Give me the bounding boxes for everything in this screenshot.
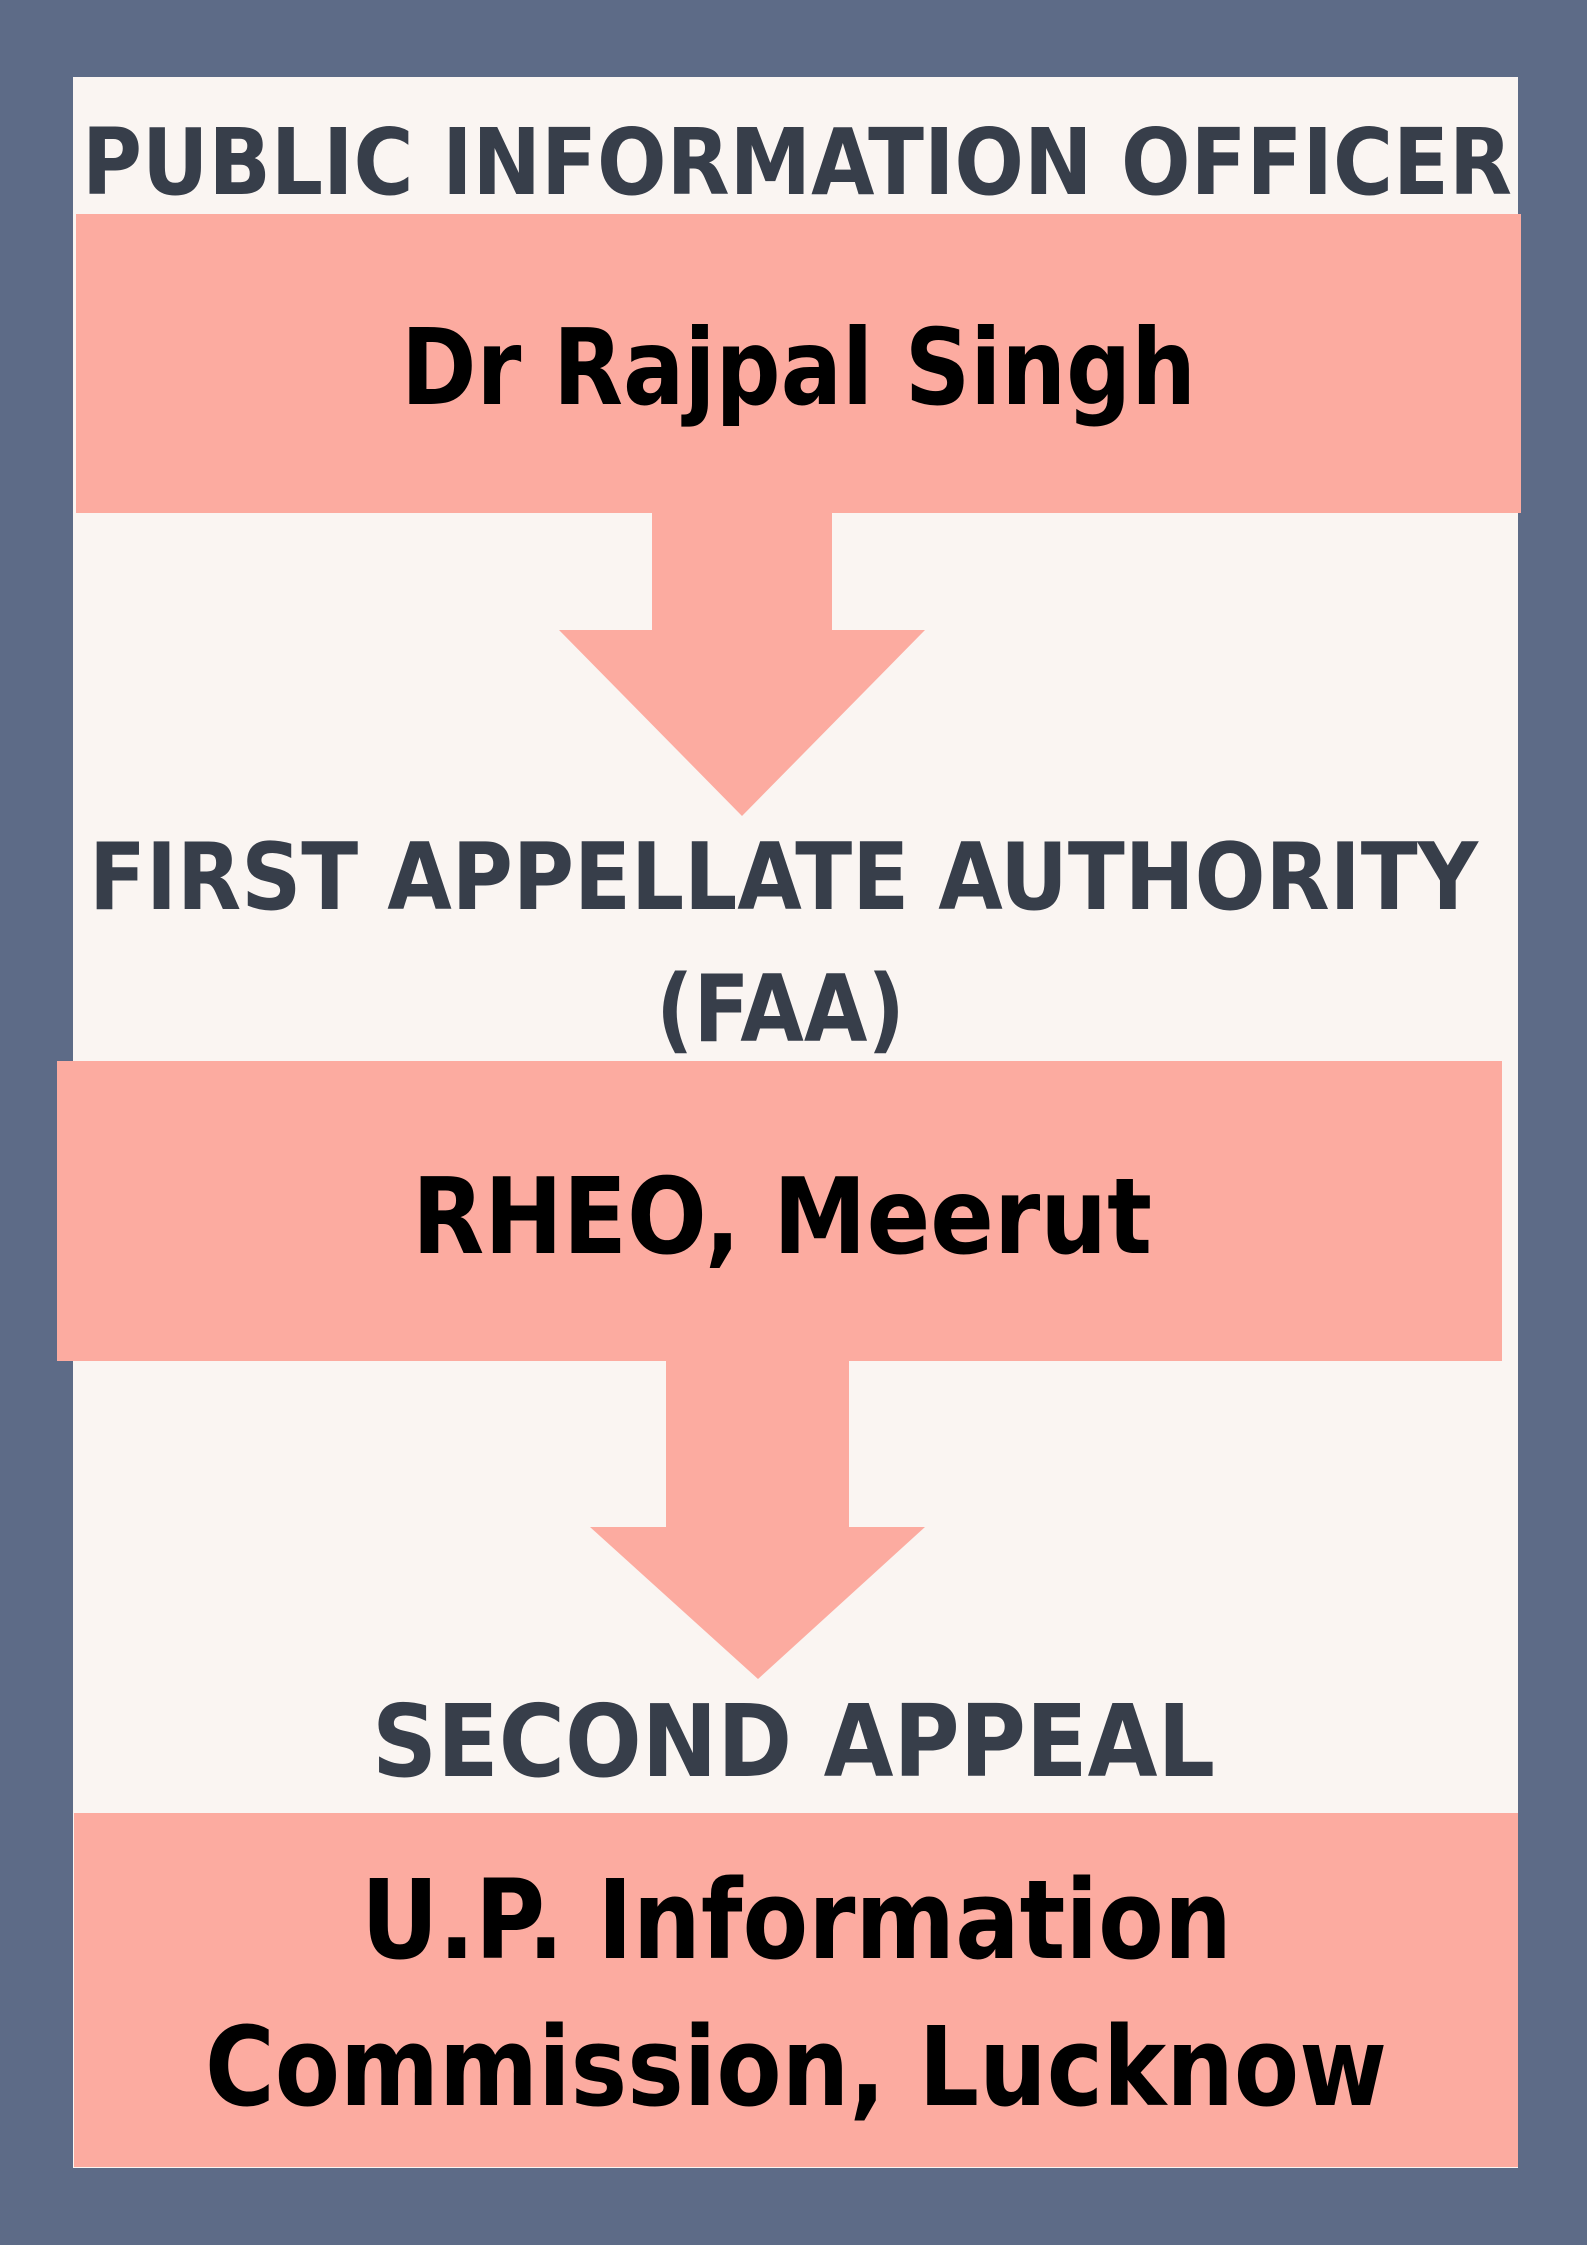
arrow-down-icon (559, 512, 925, 816)
faa-box (57, 1061, 1502, 1361)
pio-name: Dr Rajpal Singh (401, 307, 1196, 429)
second-appeal-heading: SECOND APPEAL (372, 1683, 1215, 1800)
arrow-down-icon (590, 1360, 925, 1679)
pio-heading: PUBLIC INFORMATION OFFICER (82, 109, 1512, 216)
second-appeal-box (74, 1813, 1518, 2167)
pio-box (76, 214, 1521, 513)
faa-name: RHEO, Meerut (412, 1156, 1152, 1278)
faa-heading-line2: (FAA) (656, 955, 905, 1063)
second-appeal-name-line2: Commission, Lucknow (205, 2003, 1387, 2131)
faa-heading-line1: FIRST APPELLATE AUTHORITY (89, 823, 1479, 931)
second-appeal-name-line1: U.P. Information (361, 1856, 1232, 1984)
